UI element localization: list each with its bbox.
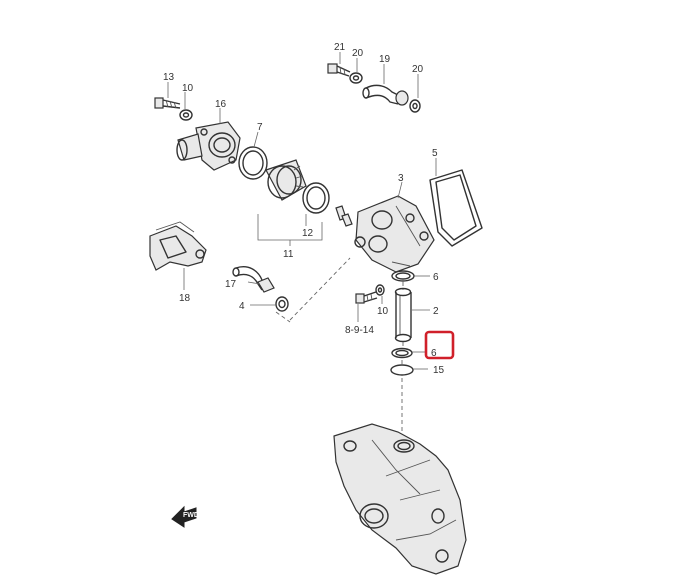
callout-21: 21 bbox=[334, 42, 346, 53]
thermostat bbox=[265, 159, 307, 201]
callout-20-right: 20 bbox=[412, 64, 424, 75]
o-ring-6-lower bbox=[391, 347, 413, 359]
callout-17: 17 bbox=[225, 279, 237, 290]
callout-16: 16 bbox=[215, 99, 227, 110]
water-pump-body bbox=[333, 423, 467, 575]
thermostat-cap-16 bbox=[176, 121, 241, 171]
callout-7: 7 bbox=[257, 122, 263, 133]
callout-20-left: 20 bbox=[352, 48, 364, 59]
callout-8-9-14: 8-9-14 bbox=[345, 325, 374, 336]
o-ring-15 bbox=[390, 364, 414, 376]
gasket-7 bbox=[238, 146, 268, 180]
callout-12: 12 bbox=[302, 228, 314, 239]
callout-19: 19 bbox=[379, 54, 391, 65]
callout-6-lower: 6 bbox=[431, 348, 437, 359]
direction-arrow-label: FWD bbox=[183, 512, 199, 519]
callout-3: 3 bbox=[398, 173, 404, 184]
gasket-5 bbox=[429, 169, 483, 247]
callout-2: 2 bbox=[433, 306, 439, 317]
hose-fitting-17 bbox=[232, 266, 275, 293]
callout-18: 18 bbox=[179, 293, 191, 304]
union-pipe-19 bbox=[362, 84, 409, 106]
washer-20-left bbox=[349, 72, 363, 84]
water-outlet-cover-3 bbox=[354, 195, 435, 273]
bolt-13 bbox=[154, 97, 181, 109]
bracket-18 bbox=[149, 221, 207, 271]
callout-5: 5 bbox=[432, 148, 438, 159]
gasket-12 bbox=[302, 182, 330, 214]
callout-13: 13 bbox=[163, 72, 175, 83]
callout-10-top: 10 bbox=[182, 83, 194, 94]
callout-15: 15 bbox=[433, 365, 445, 376]
bolt-21 bbox=[327, 63, 351, 77]
washer-20-right bbox=[409, 99, 421, 113]
callout-11: 11 bbox=[283, 249, 294, 260]
water-pipe-2 bbox=[394, 287, 412, 343]
stud-bolts bbox=[335, 205, 353, 227]
o-ring-6-upper bbox=[391, 270, 415, 282]
bolt-8-9-14 bbox=[355, 291, 378, 304]
washer-10-top bbox=[179, 109, 193, 121]
callout-4: 4 bbox=[239, 301, 245, 312]
callout-10-mid: 10 bbox=[377, 306, 389, 317]
callout-6-upper: 6 bbox=[433, 272, 439, 283]
washer-4 bbox=[275, 296, 289, 312]
washer-10-mid bbox=[375, 284, 385, 296]
highlight-box-part-6[interactable] bbox=[424, 330, 455, 360]
forward-direction-arrow: FWD bbox=[171, 505, 199, 528]
